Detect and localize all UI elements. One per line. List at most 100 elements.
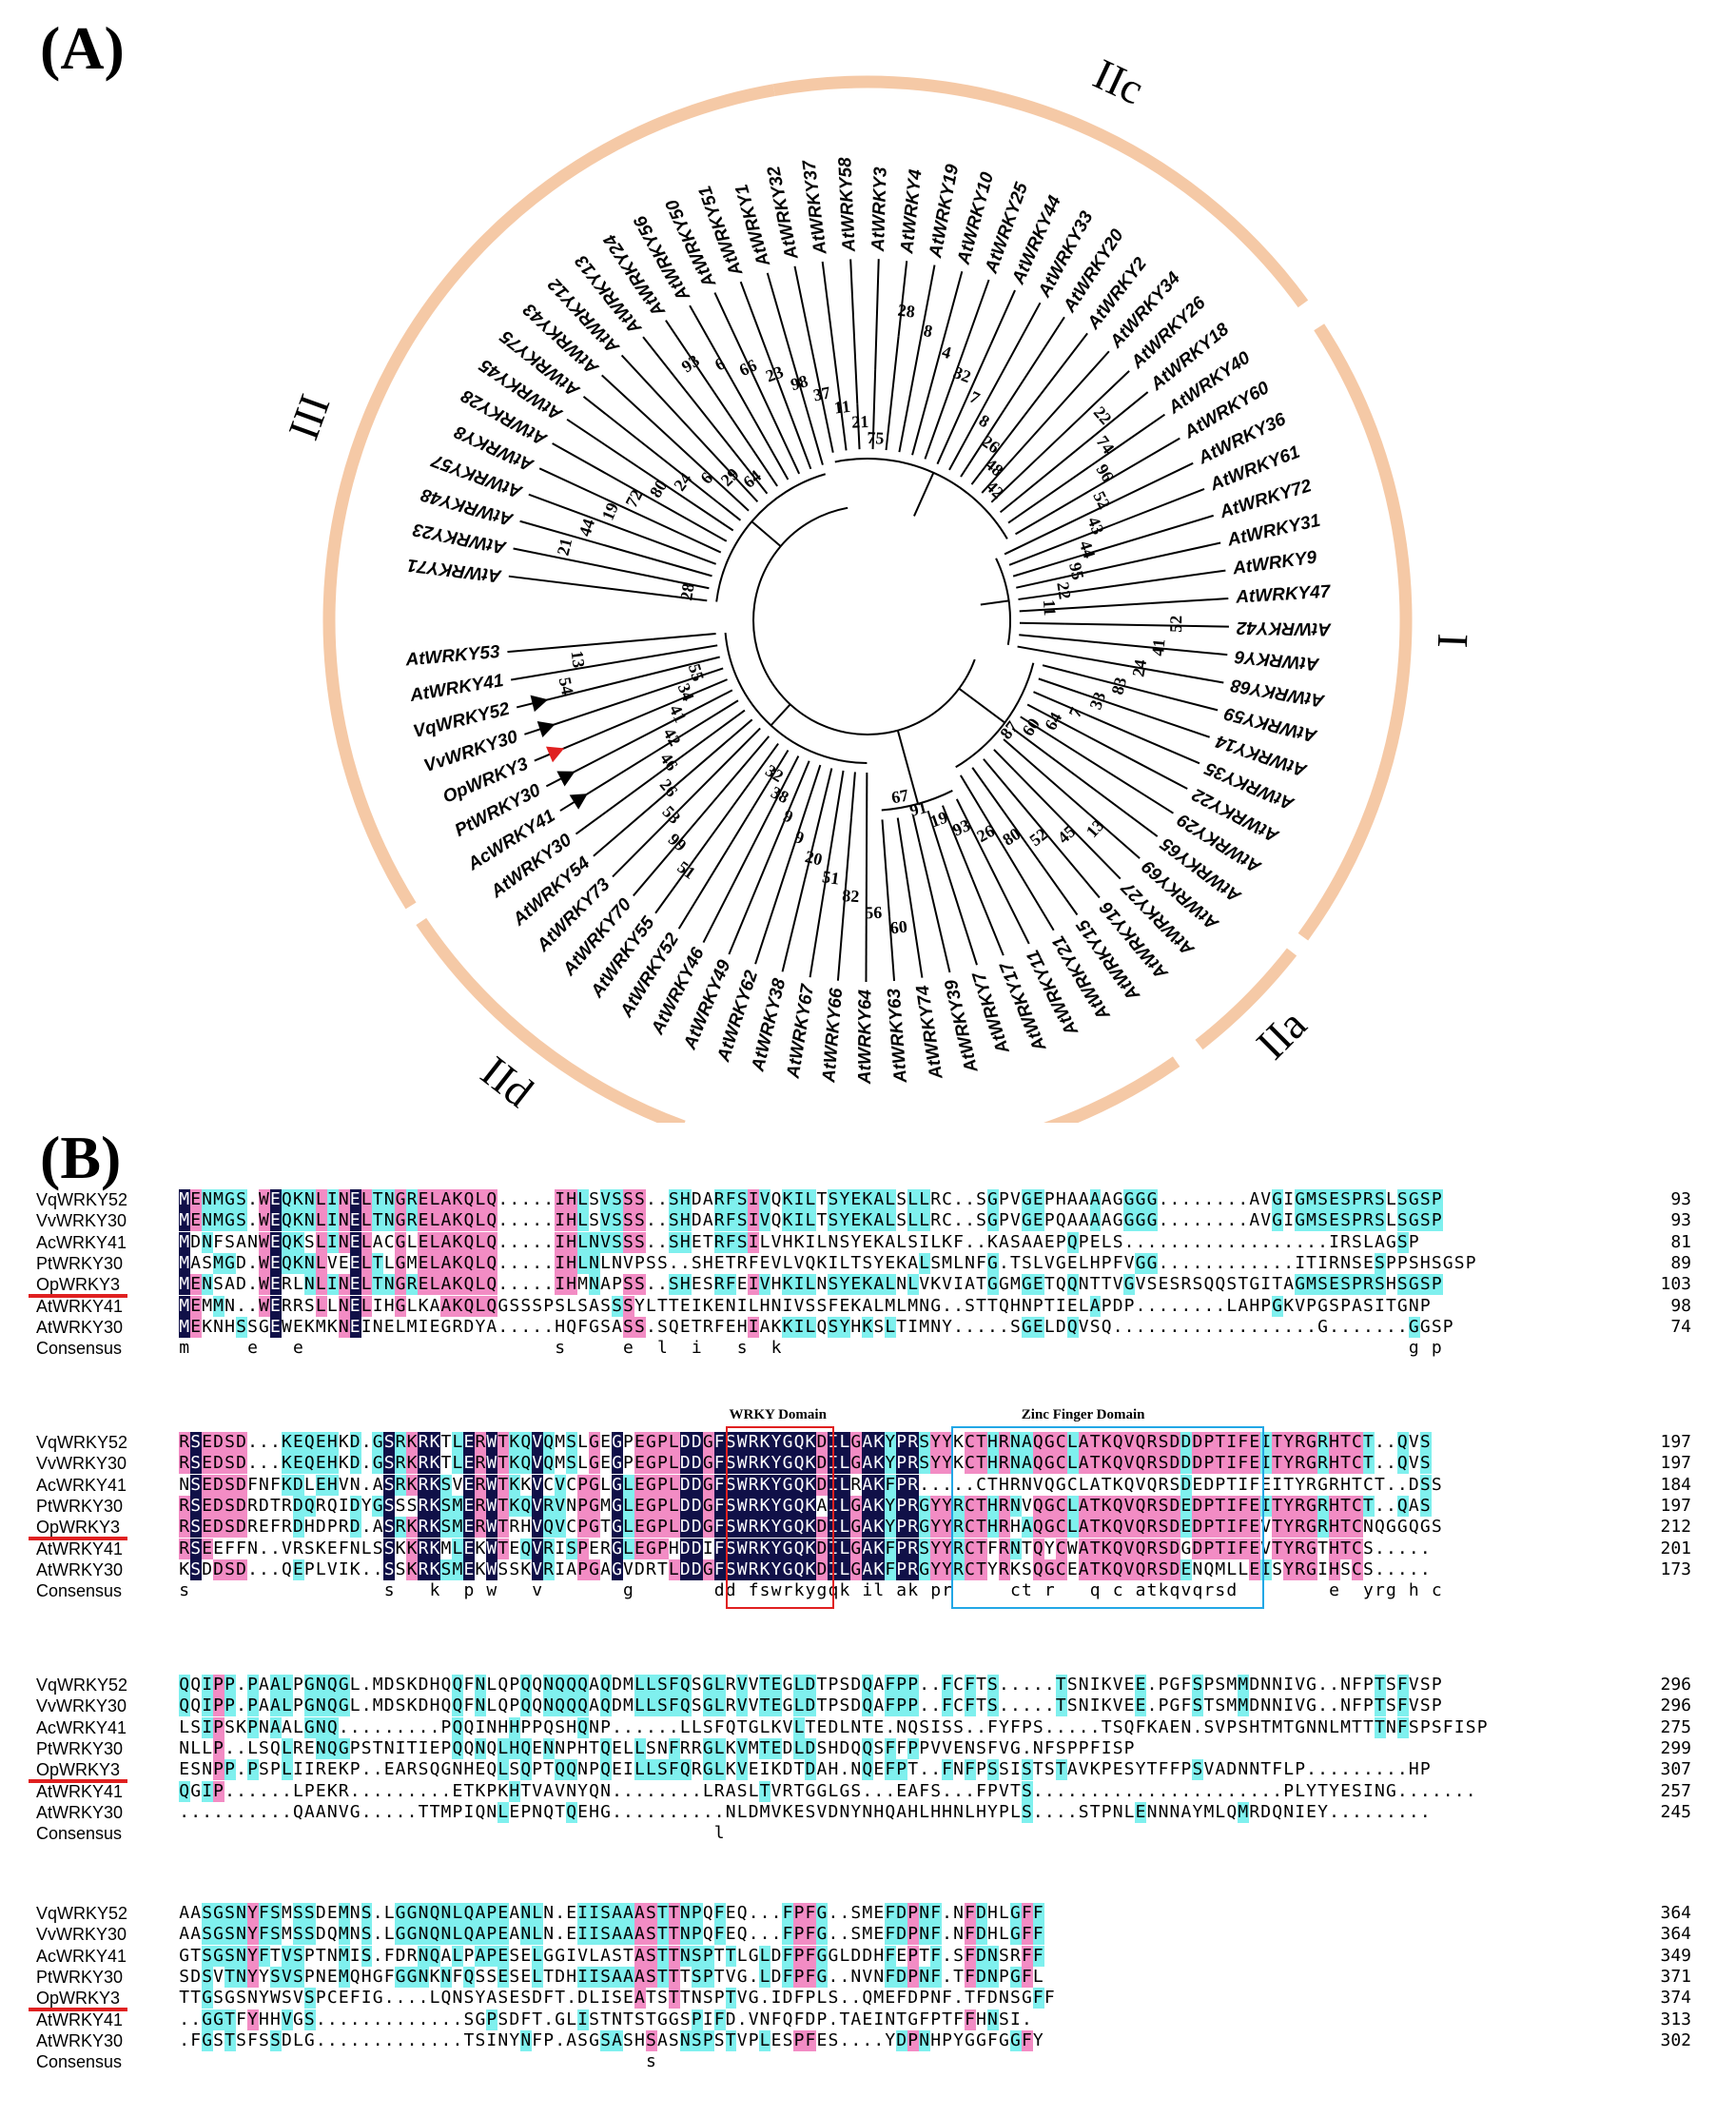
consensus-label: Consensus: [36, 1339, 123, 1359]
bootstrap-value: 7: [966, 387, 983, 408]
leaf-branch: [970, 302, 1042, 431]
aligned-sequence: ..GGTFYHHVGS.............SGPSDFT.GLISTNT…: [179, 2009, 1033, 2030]
sequence-name: PtWRKY30: [36, 1738, 124, 1758]
leaf-label: AtWRKY71: [406, 555, 503, 586]
zinc-finger-domain-box: [950, 1426, 1265, 1610]
aligned-sequence: RSEDSDRDTRDQRQIDYGSSSRKSMERWTKQVRVNPGMGL…: [179, 1495, 1432, 1517]
aligned-sequence: LSIPSKPNAALGNQ.........PQQINHHPPQSHQNP..…: [179, 1716, 1489, 1738]
sequence-name: AtWRKY41: [36, 1296, 124, 1316]
consensus-label: Consensus: [36, 1581, 123, 1601]
leaf-label: AtWRKY68: [1229, 675, 1327, 711]
consensus-label: Consensus: [36, 2052, 123, 2072]
residue-count: 307: [1660, 1759, 1691, 1780]
bootstrap-value: 22: [1090, 402, 1116, 428]
branch: [1017, 645, 1130, 668]
branch: [618, 548, 712, 578]
bootstrap-value: 74: [1093, 432, 1119, 457]
leaf-branch: [836, 817, 852, 981]
branch: [693, 709, 746, 749]
branch: [896, 817, 908, 880]
zinc-finger-domain-label: Zinc Finger Domain: [1021, 1407, 1145, 1422]
leaf-branch: [754, 792, 812, 965]
leaf-branch: [642, 336, 687, 392]
leaf-branch: [713, 292, 752, 371]
bootstrap-value: 33: [1085, 690, 1109, 713]
leaf-label: AtWRKY3: [868, 167, 891, 253]
leaf-branch: [1064, 622, 1229, 628]
aligned-sequence: NLLP..LSQLRENQGPSTNITIEPQQNQLHQENNPHTQEL…: [179, 1737, 1136, 1759]
leaf-branch: [1098, 641, 1228, 657]
branch: [911, 814, 921, 843]
leaf-branch: [513, 547, 648, 578]
bootstrap-value: 37: [811, 382, 832, 404]
leaf-label: AtWRKY4: [897, 168, 927, 256]
leaf-branch: [918, 842, 951, 973]
branch: [999, 450, 1077, 514]
aligned-sequence: ESNPP.PSPLIIREKP..EARSQGNHEQLSQPTQQNPQEI…: [179, 1759, 1432, 1781]
leaf-branch: [1040, 514, 1214, 569]
subtree-arc: [724, 632, 868, 764]
branch: [1020, 715, 1060, 742]
leaf-branch: [897, 261, 908, 337]
branch: [770, 703, 791, 727]
leaf-branch: [976, 839, 1030, 945]
clade-arc: [322, 84, 775, 910]
residue-count: 364: [1660, 1903, 1691, 1923]
branch: [812, 357, 834, 453]
leaf-branch: [1129, 665, 1224, 684]
highlight-triangle: [536, 720, 556, 738]
bootstrap-value: 96: [1093, 461, 1118, 485]
bootstrap-value: 21: [554, 537, 576, 558]
bootstrap-value: 19: [927, 808, 950, 832]
leaf-branch: [1023, 806, 1101, 899]
branch: [1019, 634, 1099, 644]
branch: [656, 500, 728, 542]
sequence-name: AcWRKY41: [36, 1475, 127, 1495]
bootstrap-value: 21: [851, 412, 869, 432]
bootstrap-value: 8: [976, 411, 993, 432]
bootstrap-value: 98: [789, 371, 810, 394]
leaf-branch: [552, 442, 658, 503]
branch: [849, 772, 856, 818]
branch: [865, 772, 868, 905]
leaf-branch: [612, 808, 681, 878]
residue-count: 93: [1670, 1210, 1691, 1231]
leaf-branch: [766, 272, 807, 405]
clade-arc: [772, 75, 1309, 308]
bootstrap-value: 44: [1076, 539, 1100, 560]
branch: [1042, 664, 1071, 674]
leaf-branch: [1036, 370, 1130, 461]
residue-count: 296: [1660, 1696, 1691, 1716]
bootstrap-value: 95: [1065, 560, 1088, 581]
sequence-name: AcWRKY41: [36, 1717, 127, 1737]
sequence-name: VqWRKY52: [36, 1676, 128, 1695]
aligned-sequence: AASGSNYFSMSSDQMNS.LGGNQNLQAPEANLN.EIISAA…: [179, 1924, 1044, 1946]
leaf-branch: [874, 259, 880, 370]
leaf-label: AtWRKY6: [1234, 646, 1321, 674]
phylogenetic-tree: IIcIIIaIIeIIdIIIAtWRKY71AtWRKY23AtWRKY48…: [279, 49, 1476, 1123]
branch: [678, 596, 708, 602]
leaf-label: AtWRKY37: [799, 158, 830, 256]
leaf-branch: [821, 261, 831, 321]
branch: [654, 699, 739, 753]
branch: [691, 429, 759, 503]
leaf-label: AtWRKY74: [913, 984, 947, 1082]
bootstrap-value: 11: [1040, 599, 1060, 617]
branch: [1012, 566, 1042, 578]
panel-b-label: (B): [40, 1124, 122, 1191]
branch: [592, 517, 716, 565]
aligned-sequence: SDSVTNYYSVSPNEMQHGFGGNKNFQSSESELTDHIISAA…: [179, 1966, 1044, 1988]
branch: [911, 394, 930, 456]
bootstrap-value: 51: [674, 857, 699, 883]
sequence-name: VvWRKY30: [36, 1696, 127, 1716]
residue-count: 98: [1670, 1295, 1691, 1316]
leaf-branch: [593, 737, 731, 857]
opwrky3-underline: [29, 1294, 127, 1299]
sequence-name: PtWRKY30: [36, 1496, 124, 1516]
branch: [955, 798, 979, 841]
highlight-triangle: [530, 695, 549, 713]
residue-count: 197: [1660, 1453, 1691, 1474]
leaf-branch: [728, 818, 787, 955]
residue-count: 374: [1660, 1988, 1691, 2009]
residue-count: 275: [1660, 1716, 1691, 1737]
